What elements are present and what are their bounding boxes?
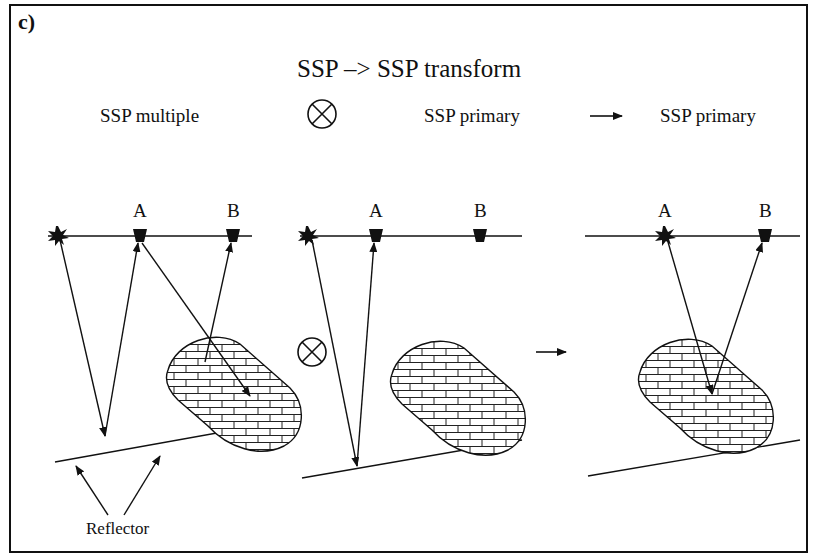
receiver-label: A <box>133 201 147 220</box>
column-heading: SSP multiple <box>100 106 199 125</box>
column-heading: SSP primary <box>424 106 520 125</box>
reflector-label: Reflector <box>86 520 149 537</box>
receiver-label: B <box>227 201 240 220</box>
receiver-label: A <box>369 201 383 220</box>
receiver-label: B <box>759 201 772 220</box>
figure-title: SSP –> SSP transform <box>297 56 521 81</box>
receiver-label: B <box>474 201 487 220</box>
receiver-label: A <box>658 201 672 220</box>
column-heading: SSP primary <box>660 106 756 125</box>
panel-letter: c) <box>18 11 35 33</box>
